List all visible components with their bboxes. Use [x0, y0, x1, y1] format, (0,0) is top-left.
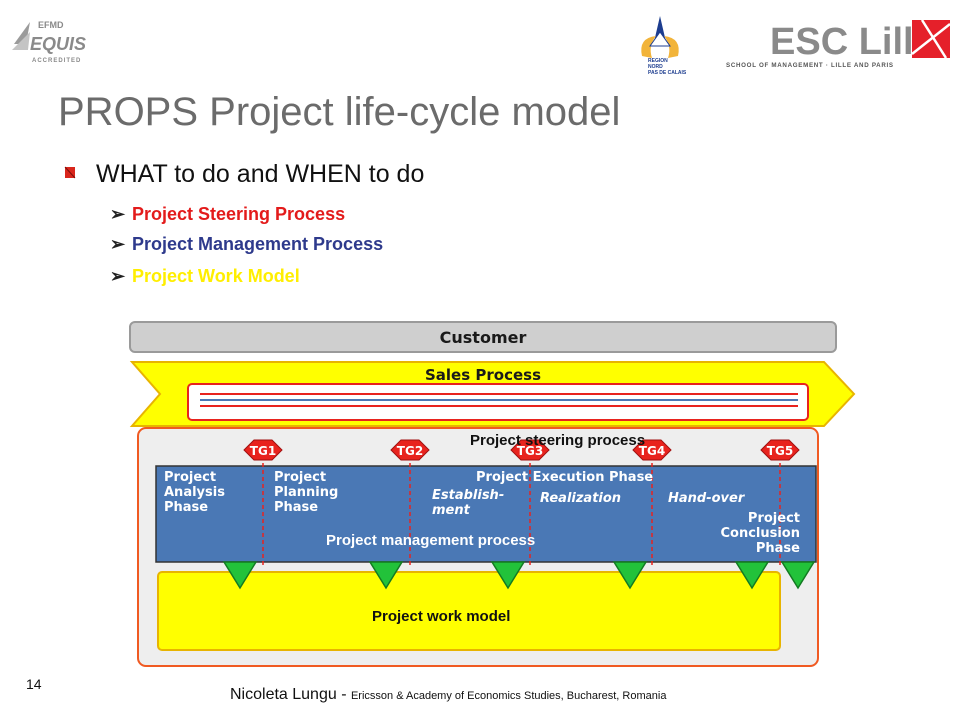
footer: Nicoleta Lungu - Ericsson & Academy of E…	[230, 686, 666, 704]
customer-bar	[129, 321, 837, 353]
phase-text: Planning	[274, 485, 338, 500]
footer-author: Nicoleta Lungu -	[230, 686, 347, 703]
red-bullet-icon	[64, 165, 76, 179]
management-process-label: Project management process	[326, 532, 536, 549]
tollgate-tg3: TG3	[510, 439, 550, 461]
school-name-text: ESC Lille	[770, 21, 935, 63]
sub-point-label: Project Work Model	[132, 266, 300, 286]
sub-point-steering: ➢ Project Steering Process	[110, 204, 345, 225]
slide-title: PROPS Project life-cycle model	[58, 90, 621, 134]
phase-conclusion: Project Conclusion Phase	[720, 511, 800, 556]
tollgate-label: TG4	[639, 444, 665, 458]
phase-text: Phase	[274, 500, 318, 515]
tollgate-label: TG1	[250, 444, 276, 458]
phase-text: Phase	[164, 500, 208, 515]
esc-lille-logo-graphic: ESC Lille SCHOOL OF MANAGEMENT · LILLE A…	[726, 19, 951, 69]
sub-point-label: Project Management Process	[132, 234, 384, 254]
sales-process-box	[187, 383, 809, 421]
region-logo: REGION NORD PAS DE CALAIS	[630, 12, 690, 76]
gate-triangle	[222, 561, 258, 590]
main-point-text: WHAT to do and WHEN to do	[96, 160, 425, 188]
sub-point-management: ➢ Project Management Process	[110, 234, 383, 255]
tollgate-label: TG5	[767, 444, 793, 458]
tollgate-tg5: TG5	[760, 439, 800, 461]
sub-point-work-model: ➢ Project Work Model	[110, 266, 300, 287]
tollgate-tg4: TG4	[632, 439, 672, 461]
footer-affiliation: Ericsson & Academy of Economics Studies,…	[350, 690, 667, 702]
equis-logo-graphic: EFMD EQUIS ACCREDITED	[12, 20, 86, 64]
region-logo-graphic: REGION NORD PAS DE CALAIS	[641, 16, 687, 76]
tollgate-label: TG2	[397, 444, 423, 458]
gate-triangle	[780, 561, 816, 590]
work-model-box	[157, 571, 781, 651]
esc-lille-logo: ESC Lille SCHOOL OF MANAGEMENT · LILLE A…	[722, 14, 958, 70]
phase-text: Analysis	[164, 485, 225, 500]
school-tagline-text: SCHOOL OF MANAGEMENT · LILLE AND PARIS	[726, 62, 894, 69]
phase-text: Project	[274, 470, 326, 485]
region-line-3: PAS DE CALAIS	[648, 70, 687, 76]
phase-establishment: Establish- ment	[432, 488, 504, 518]
phase-analysis: Project Analysis Phase	[164, 470, 225, 515]
equis-top-text: EFMD	[38, 20, 64, 30]
arrow-bullet-icon: ➢	[110, 204, 126, 224]
arrow-bullet-icon: ➢	[110, 266, 126, 286]
phase-text: Conclusion	[720, 526, 800, 541]
tollgate-tg1: TG1	[243, 439, 283, 461]
phase-handover-text: Hand-over	[668, 491, 746, 506]
arrow-bullet-icon: ➢	[110, 234, 126, 254]
region-line-1: REGION	[648, 58, 668, 64]
phase-execution-text: Project Execution Phase	[476, 470, 653, 485]
tollgate-tg2: TG2	[390, 439, 430, 461]
work-model-label: Project work model	[372, 608, 511, 625]
sub-point-label: Project Steering Process	[132, 204, 346, 224]
props-lifecycle-diagram: Customer Sales Process TG1 TG2 TG3 TG4 T…	[129, 321, 856, 667]
region-line-2: NORD	[648, 64, 663, 70]
phase-text: Establish-	[432, 488, 504, 503]
equis-name-text: EQUIS	[30, 34, 86, 54]
equis-logo: EFMD EQUIS ACCREDITED	[8, 14, 88, 70]
phase-text: Project	[164, 470, 216, 485]
phase-realization-text: Realization	[540, 491, 621, 506]
phase-text: Phase	[756, 541, 800, 556]
gate-triangle	[368, 561, 404, 590]
gate-triangle	[490, 561, 526, 590]
sales-process-label: Sales Process	[425, 366, 541, 384]
management-process-band	[155, 465, 817, 563]
tollgate-label: TG3	[517, 444, 543, 458]
phase-text: Project	[748, 511, 800, 526]
page-number: 14	[26, 676, 42, 692]
steering-process-label: Project steering process	[470, 432, 646, 449]
equis-accredited-text: ACCREDITED	[32, 58, 81, 64]
gate-triangle	[734, 561, 770, 590]
customer-label: Customer	[440, 328, 527, 347]
gate-triangle	[612, 561, 648, 590]
phase-planning: Project Planning Phase	[274, 470, 338, 515]
phase-text: ment	[432, 503, 471, 518]
